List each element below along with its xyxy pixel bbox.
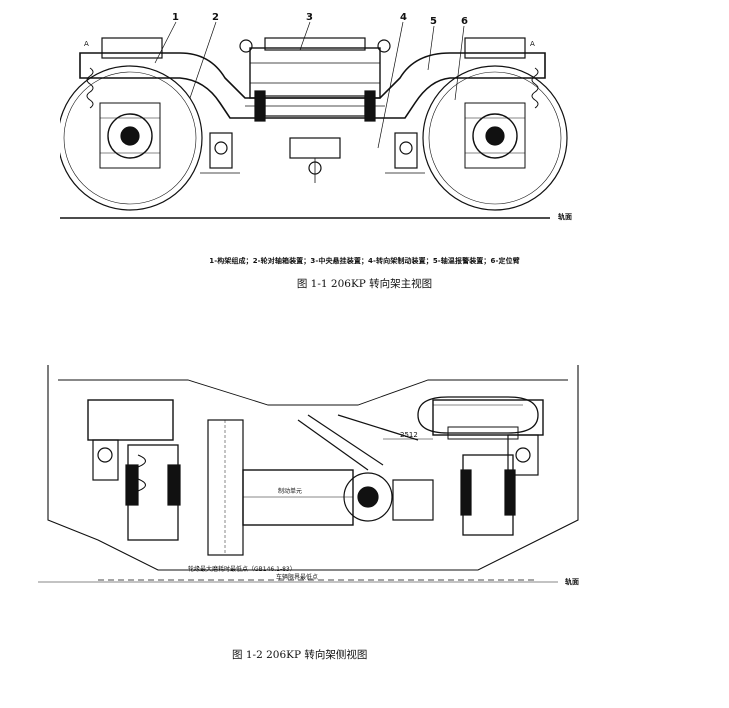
left-spring-seat <box>101 37 163 59</box>
figure-1-caption: 图 1-1 206KP 转向架主视图 <box>296 278 433 290</box>
traction-motor <box>207 419 434 556</box>
callout-3: 3 <box>306 12 313 23</box>
brake-units <box>200 132 425 174</box>
air-spring <box>417 396 539 440</box>
axle-drive <box>245 90 385 122</box>
ground-label-2: 轨面 <box>565 577 579 586</box>
right-wheel <box>422 65 568 211</box>
left-wheel <box>57 65 203 211</box>
bogie-frame <box>79 52 546 119</box>
ground-label: 轨面 <box>558 212 572 221</box>
right-spring-seat <box>464 37 526 59</box>
right-axle-assembly <box>432 399 544 536</box>
car-underframe-line <box>58 379 568 406</box>
bogie-side-view-drawing: 轨面 制动单元 2 <box>38 355 608 605</box>
callout-4: 4 <box>400 12 407 23</box>
car-body-outline <box>47 365 579 571</box>
callout-2: 2 <box>212 12 219 23</box>
limit-note-2: 车辆限界最低点 <box>276 573 318 581</box>
right-axle-spring <box>531 67 539 109</box>
section-marker-left: A <box>84 40 89 48</box>
center-lower-bracket <box>289 137 341 183</box>
left-axle-spring <box>86 67 94 109</box>
section-marker-right: A <box>530 40 535 48</box>
bogie-front-view-drawing: 轨面 <box>30 8 580 223</box>
brake-plate-text: 制动单元 <box>278 487 302 495</box>
callout-5: 5 <box>430 16 437 27</box>
left-axle-assembly <box>87 399 181 541</box>
figure-2-caption: 图 1-2 206KP 转向架侧视图 <box>232 649 368 661</box>
link-rods <box>297 414 419 471</box>
callout-1: 1 <box>172 12 179 23</box>
callout-6: 6 <box>461 16 468 27</box>
figure-1-legend: 1-构架组成；2-轮对轴箱装置；3-中央悬挂装置；4-转向架制动装置；5-轴温报… <box>209 257 520 265</box>
central-suspension <box>239 37 391 99</box>
dimension-label: 2512 <box>400 431 418 439</box>
limit-note-1: 轮缘最大磨耗时最低点（GB146.1-83） <box>188 565 296 573</box>
